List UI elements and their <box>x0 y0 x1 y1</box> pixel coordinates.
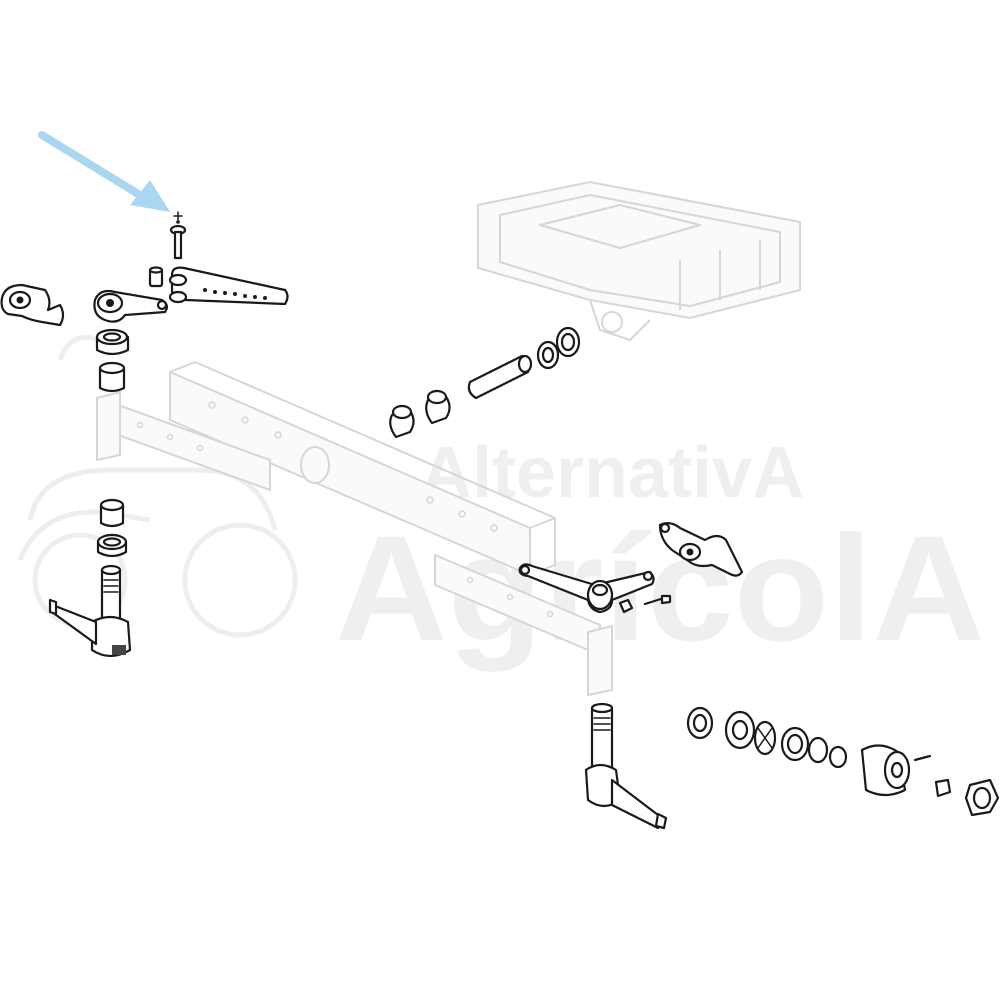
watermark-line-1: AlternativA <box>420 433 804 513</box>
spacer-bushing <box>148 266 164 288</box>
engine-sump <box>477 180 801 341</box>
spindle-right <box>584 702 668 830</box>
steering-arm-left <box>93 289 169 323</box>
pivot-bushings <box>389 389 451 439</box>
steering-knuckle-right <box>658 521 744 577</box>
steering-arm-right <box>518 563 655 614</box>
clevis-bolt <box>169 224 187 260</box>
sleeve-left-lower <box>99 498 125 528</box>
wheel-hub-assembly <box>686 706 1000 817</box>
spindle-left <box>48 564 132 658</box>
clamp-bolt <box>618 594 672 614</box>
tractor-silhouette-icon <box>17 335 298 638</box>
sleeve-left-upper <box>98 361 126 393</box>
watermark-logo: AlternativA AgrícolA <box>17 335 985 672</box>
bushing-left-upper <box>95 328 130 356</box>
bushing-left-lower <box>96 533 128 558</box>
front-axle-beam <box>96 361 613 697</box>
steering-knuckle-upper-left <box>0 283 65 327</box>
steering-arm-perforated <box>168 266 289 306</box>
pivot-pin <box>467 354 533 400</box>
thrust-washers <box>536 326 581 370</box>
retaining-clip <box>173 211 183 224</box>
highlight-arrow-icon <box>38 131 170 212</box>
